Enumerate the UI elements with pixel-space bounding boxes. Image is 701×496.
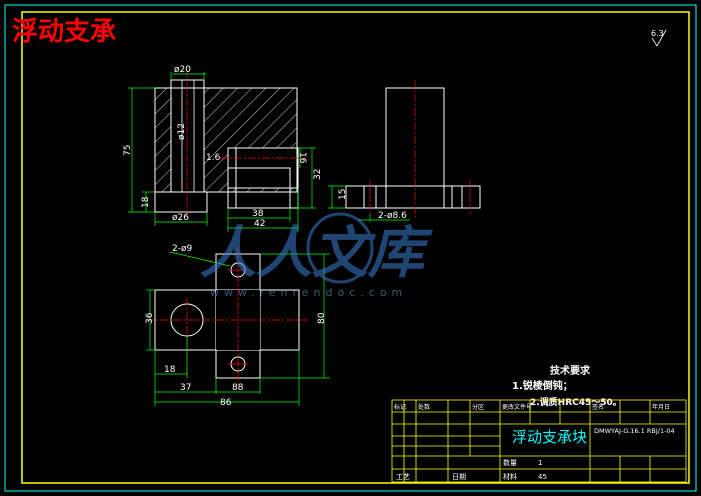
- quantity-label: 数量: [503, 458, 517, 467]
- material-value: 45: [538, 473, 547, 481]
- svg-text:分区: 分区: [472, 403, 484, 411]
- svg-text:15: 15: [338, 189, 348, 200]
- front-view-dimensions: [128, 72, 316, 232]
- outer-border: [4, 4, 697, 492]
- svg-text:18: 18: [164, 365, 176, 375]
- svg-text:标记: 标记: [394, 403, 406, 411]
- svg-text:人人文库: 人人文库: [200, 221, 433, 286]
- process-label: 工艺: [396, 473, 410, 481]
- side-view-dimensions: [328, 185, 410, 222]
- svg-text:更改文件号: 更改文件号: [502, 403, 532, 411]
- svg-text:32: 32: [313, 169, 323, 180]
- quantity-value: 1: [538, 459, 542, 467]
- surface-roughness-symbol: 6.3: [651, 29, 667, 47]
- top-view-dimensions: [146, 251, 330, 406]
- svg-text:16: 16: [297, 152, 307, 164]
- svg-text:1.6: 1.6: [206, 153, 221, 163]
- page-title: 浮动支承: [12, 17, 116, 47]
- svg-text:ø20: ø20: [174, 65, 191, 75]
- svg-text:36: 36: [145, 312, 155, 324]
- front-view: [154, 70, 306, 218]
- tech-req-item-2: 2.调质HRC45～50。: [530, 396, 622, 408]
- svg-text:2-ø9: 2-ø9: [172, 244, 192, 254]
- drawing-number: DMWYAJ-G.16.1 RBJ/1-04: [594, 427, 675, 435]
- svg-text:86: 86: [220, 398, 232, 408]
- svg-text:ø12: ø12: [177, 123, 187, 140]
- top-view: [146, 246, 308, 388]
- svg-text:6.3: 6.3: [651, 29, 664, 38]
- top-view-dim-text: 2-ø9 36 80 18 37 88 86: [145, 244, 327, 408]
- svg-text:签名: 签名: [592, 403, 604, 411]
- part-name: 浮动支承块: [512, 428, 587, 446]
- technical-requirements: 技术要求 1.锐棱倒钝； 2.调质HRC45～50。: [512, 364, 622, 408]
- side-view-dim-text: 15 2-ø8.6: [338, 189, 407, 221]
- date-label: 日期: [452, 473, 466, 481]
- svg-text:88: 88: [232, 383, 244, 393]
- material-label: 材料: [503, 472, 517, 481]
- svg-text:ø26: ø26: [172, 213, 189, 223]
- title-block: [391, 399, 687, 483]
- svg-text:37: 37: [180, 383, 191, 393]
- watermark-logo: 人人文库 www.renrendoc.com: [200, 212, 433, 299]
- svg-text:80: 80: [317, 312, 327, 324]
- svg-text:处数: 处数: [418, 403, 430, 411]
- front-view-dim-text: ø20 75 18 ø12 1.6 16 ø26 38 42 32: [123, 65, 323, 229]
- svg-text:2-ø8.6: 2-ø8.6: [378, 211, 407, 221]
- svg-text:18: 18: [141, 196, 151, 208]
- svg-text:42: 42: [254, 219, 265, 229]
- side-view: [345, 80, 481, 220]
- svg-text:年月日: 年月日: [652, 403, 670, 411]
- svg-text:38: 38: [252, 209, 264, 219]
- tech-req-item-1: 1.锐棱倒钝；: [512, 379, 573, 392]
- svg-text:www.renrendoc.com: www.renrendoc.com: [210, 286, 407, 299]
- svg-text:75: 75: [123, 145, 133, 156]
- inner-frame: [21, 11, 690, 484]
- tech-req-heading: 技术要求: [550, 364, 591, 377]
- title-block-text: 标记 处数 分区 更改文件号 签名 年月日 DMWYAJ-G.16.1 RBJ/…: [394, 403, 675, 481]
